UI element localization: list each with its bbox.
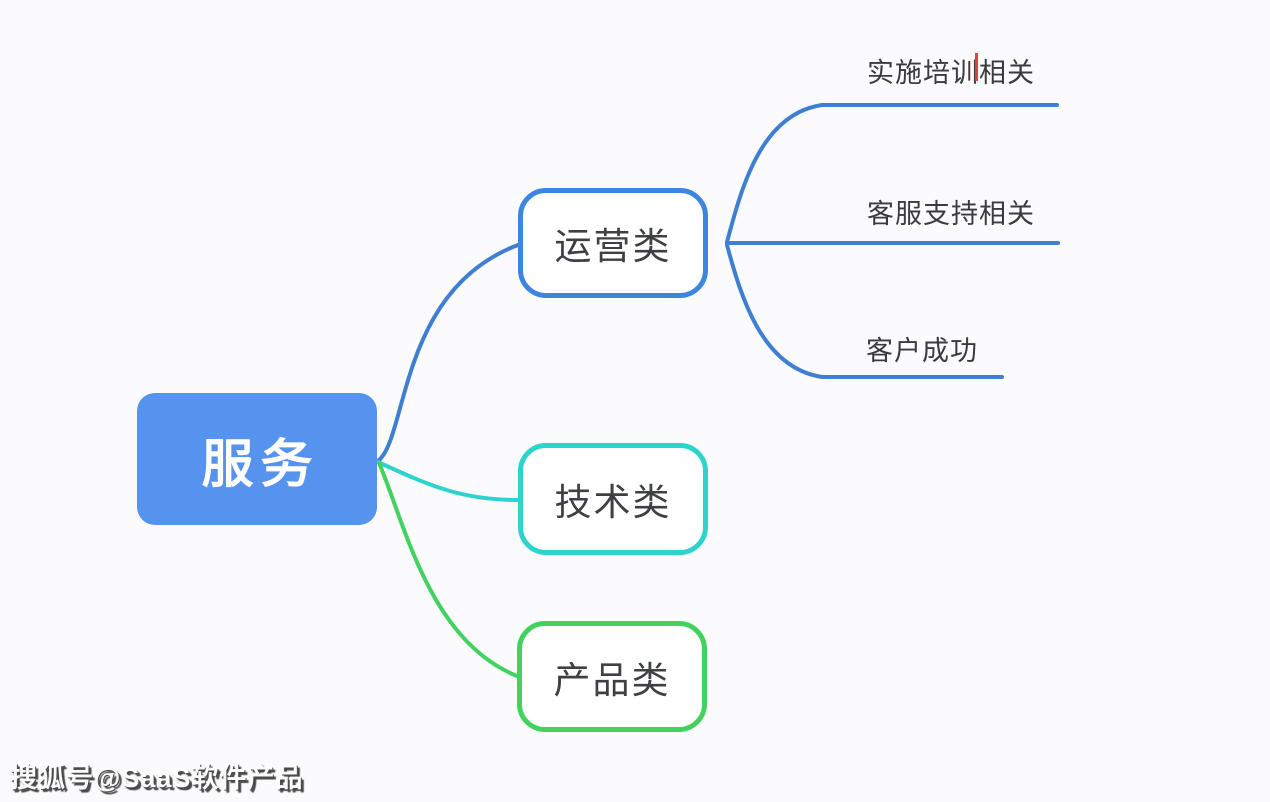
root-node-service[interactable]: 服务: [137, 393, 377, 525]
leaf-node-customer-support[interactable]: 客服支持相关: [867, 199, 1035, 229]
branch-node-product[interactable]: 产品类: [517, 621, 707, 732]
branch-node-operations[interactable]: 运营类: [518, 188, 708, 298]
edge-operations-to-success: [725, 243, 1004, 379]
edge-root-to-operations: [376, 243, 520, 463]
sohu-watermark: 搜狐号@SaaS软件产品: [10, 763, 304, 793]
leaf-node-customer-success[interactable]: 客户成功: [866, 336, 978, 366]
edge-root-to-product: [377, 461, 519, 678]
edge-root-to-technology: [376, 460, 520, 502]
branch-node-technology[interactable]: 技术类: [518, 443, 708, 555]
text-cursor: [975, 53, 978, 81]
leaf-node-implementation-training[interactable]: 实施培训相关: [867, 58, 1035, 88]
edge-operations-to-implementation: [725, 103, 1059, 244]
